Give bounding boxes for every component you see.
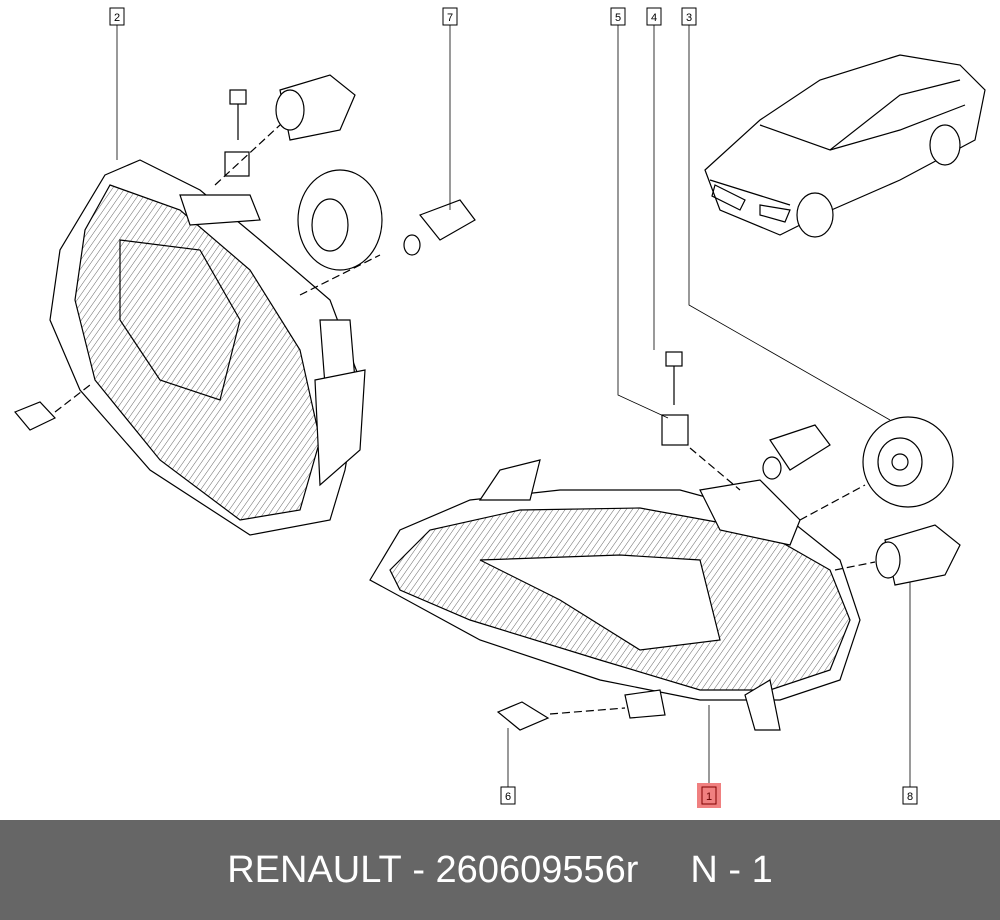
left-headlamp-unit [49,159,366,536]
callout-1-highlighted[interactable]: 1 [697,783,721,808]
svg-text:6: 6 [505,791,511,803]
right-bulb-socket [834,524,961,586]
svg-text:2: 2 [114,12,120,24]
callout-3[interactable]: 3 [681,7,697,26]
right-clip [496,701,626,731]
right-bolt [661,351,741,491]
callout-6[interactable]: 6 [500,786,516,805]
quantity-label: N - 1 [690,848,773,891]
svg-text:5: 5 [615,12,621,24]
svg-text:8: 8 [907,791,913,803]
svg-text:1: 1 [706,791,712,803]
callout-2[interactable]: 2 [109,7,125,26]
part-info-footer: RENAULT - 260609556r N - 1 [0,820,1000,920]
left-bulb-socket [214,74,356,186]
callout-4[interactable]: 4 [646,7,662,26]
svg-text:3: 3 [686,12,692,24]
right-side-bulb [762,424,831,480]
part-number: 260609556r [435,848,639,891]
svg-text:7: 7 [447,12,453,24]
left-side-bulb [403,199,476,256]
callout-5[interactable]: 5 [610,7,626,26]
callout-7[interactable]: 7 [442,7,458,26]
headlamp-parts-diagram: 2 7 5 4 3 6 1 8 [14,7,986,808]
left-dust-cap [297,169,383,296]
leader-lines [116,24,911,787]
separator: - [412,848,425,891]
left-clip [14,384,91,431]
right-headlamp-unit [369,459,861,731]
callout-8[interactable]: 8 [902,786,918,805]
left-bolt [224,89,250,177]
brand-name: RENAULT [227,848,402,891]
svg-text:4: 4 [651,12,657,24]
right-dust-cap [799,416,954,521]
car-illustration [704,54,986,238]
